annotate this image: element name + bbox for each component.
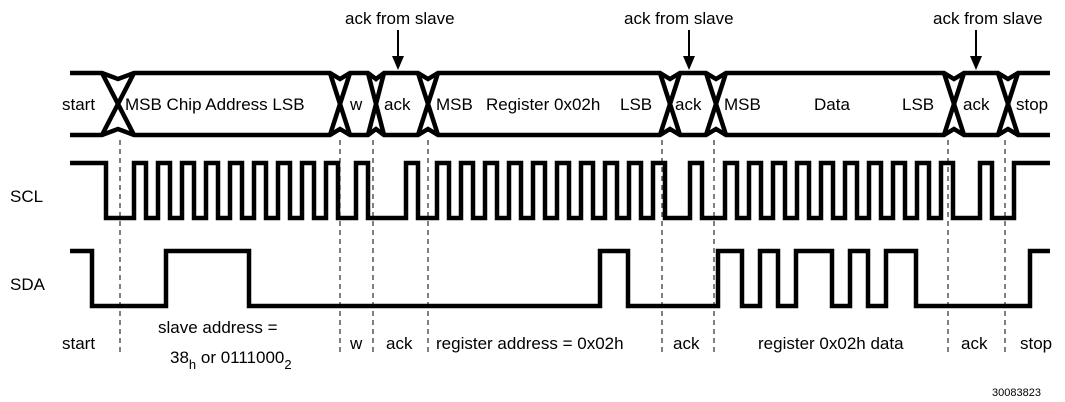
field-register-name: Register 0x02h — [486, 95, 600, 114]
field-ack: ack — [675, 95, 702, 114]
bus-crossing — [365, 72, 387, 136]
arrowhead-icon — [970, 56, 982, 70]
bus-crossing — [995, 72, 1021, 136]
slave-address-binary: or 0111000 — [196, 348, 284, 367]
field-stop: stop — [1016, 95, 1048, 114]
slave-address-hex: 38 — [170, 348, 189, 367]
bus-outline-top — [70, 70, 1050, 82]
field-chip-address: MSB Chip Address LSB — [125, 95, 305, 114]
phase-write: w — [349, 334, 363, 353]
phase-stop: stop — [1020, 334, 1052, 353]
bus-crossing — [415, 72, 441, 136]
field-start: start — [62, 95, 95, 114]
phase-labels: start slave address = 38h or 01110002 w … — [62, 318, 1052, 372]
phase-slave-address-value: 38h or 01110002 — [170, 348, 292, 372]
arrowhead-icon — [683, 56, 695, 70]
ack-from-slave-label: ack from slave — [933, 9, 1043, 28]
bus-outline-bottom — [70, 126, 1050, 138]
phase-ack: ack — [386, 334, 413, 353]
bus-frame: start MSB Chip Address LSB w ack MSB Reg… — [62, 70, 1050, 138]
hex-subscript: h — [189, 357, 196, 372]
field-register-lsb: LSB — [620, 95, 652, 114]
phase-ack: ack — [961, 334, 988, 353]
bus-crossing — [703, 72, 729, 136]
field-data-msb: MSB — [724, 95, 761, 114]
phase-register-address: register address = 0x02h — [436, 334, 624, 353]
field-write: w — [349, 95, 363, 114]
figure-id: 30083823 — [992, 387, 1041, 399]
sda-label: SDA — [10, 275, 46, 294]
phase-ack: ack — [673, 334, 700, 353]
bus-crossing — [941, 72, 967, 136]
phase-slave-address: slave address = — [158, 318, 278, 337]
field-data-name: Data — [814, 95, 850, 114]
phase-register-data: register 0x02h data — [758, 334, 904, 353]
binary-subscript: 2 — [284, 357, 291, 372]
scl-label: SCL — [10, 187, 43, 206]
sda-waveform — [70, 248, 1050, 309]
scl-waveform — [70, 160, 1050, 221]
field-ack: ack — [963, 95, 990, 114]
field-ack: ack — [384, 95, 411, 114]
bus-crossing — [100, 71, 136, 137]
field-data-lsb: LSB — [902, 95, 934, 114]
phase-start: start — [62, 334, 95, 353]
ack-annotations: ack from slave ack from slave ack from s… — [345, 9, 1043, 70]
bus-crossing — [657, 72, 683, 136]
bus-crossing — [327, 72, 353, 136]
ack-from-slave-label: ack from slave — [624, 9, 734, 28]
field-register-msb: MSB — [436, 95, 473, 114]
ack-from-slave-label: ack from slave — [345, 9, 455, 28]
arrowhead-icon — [392, 56, 404, 70]
